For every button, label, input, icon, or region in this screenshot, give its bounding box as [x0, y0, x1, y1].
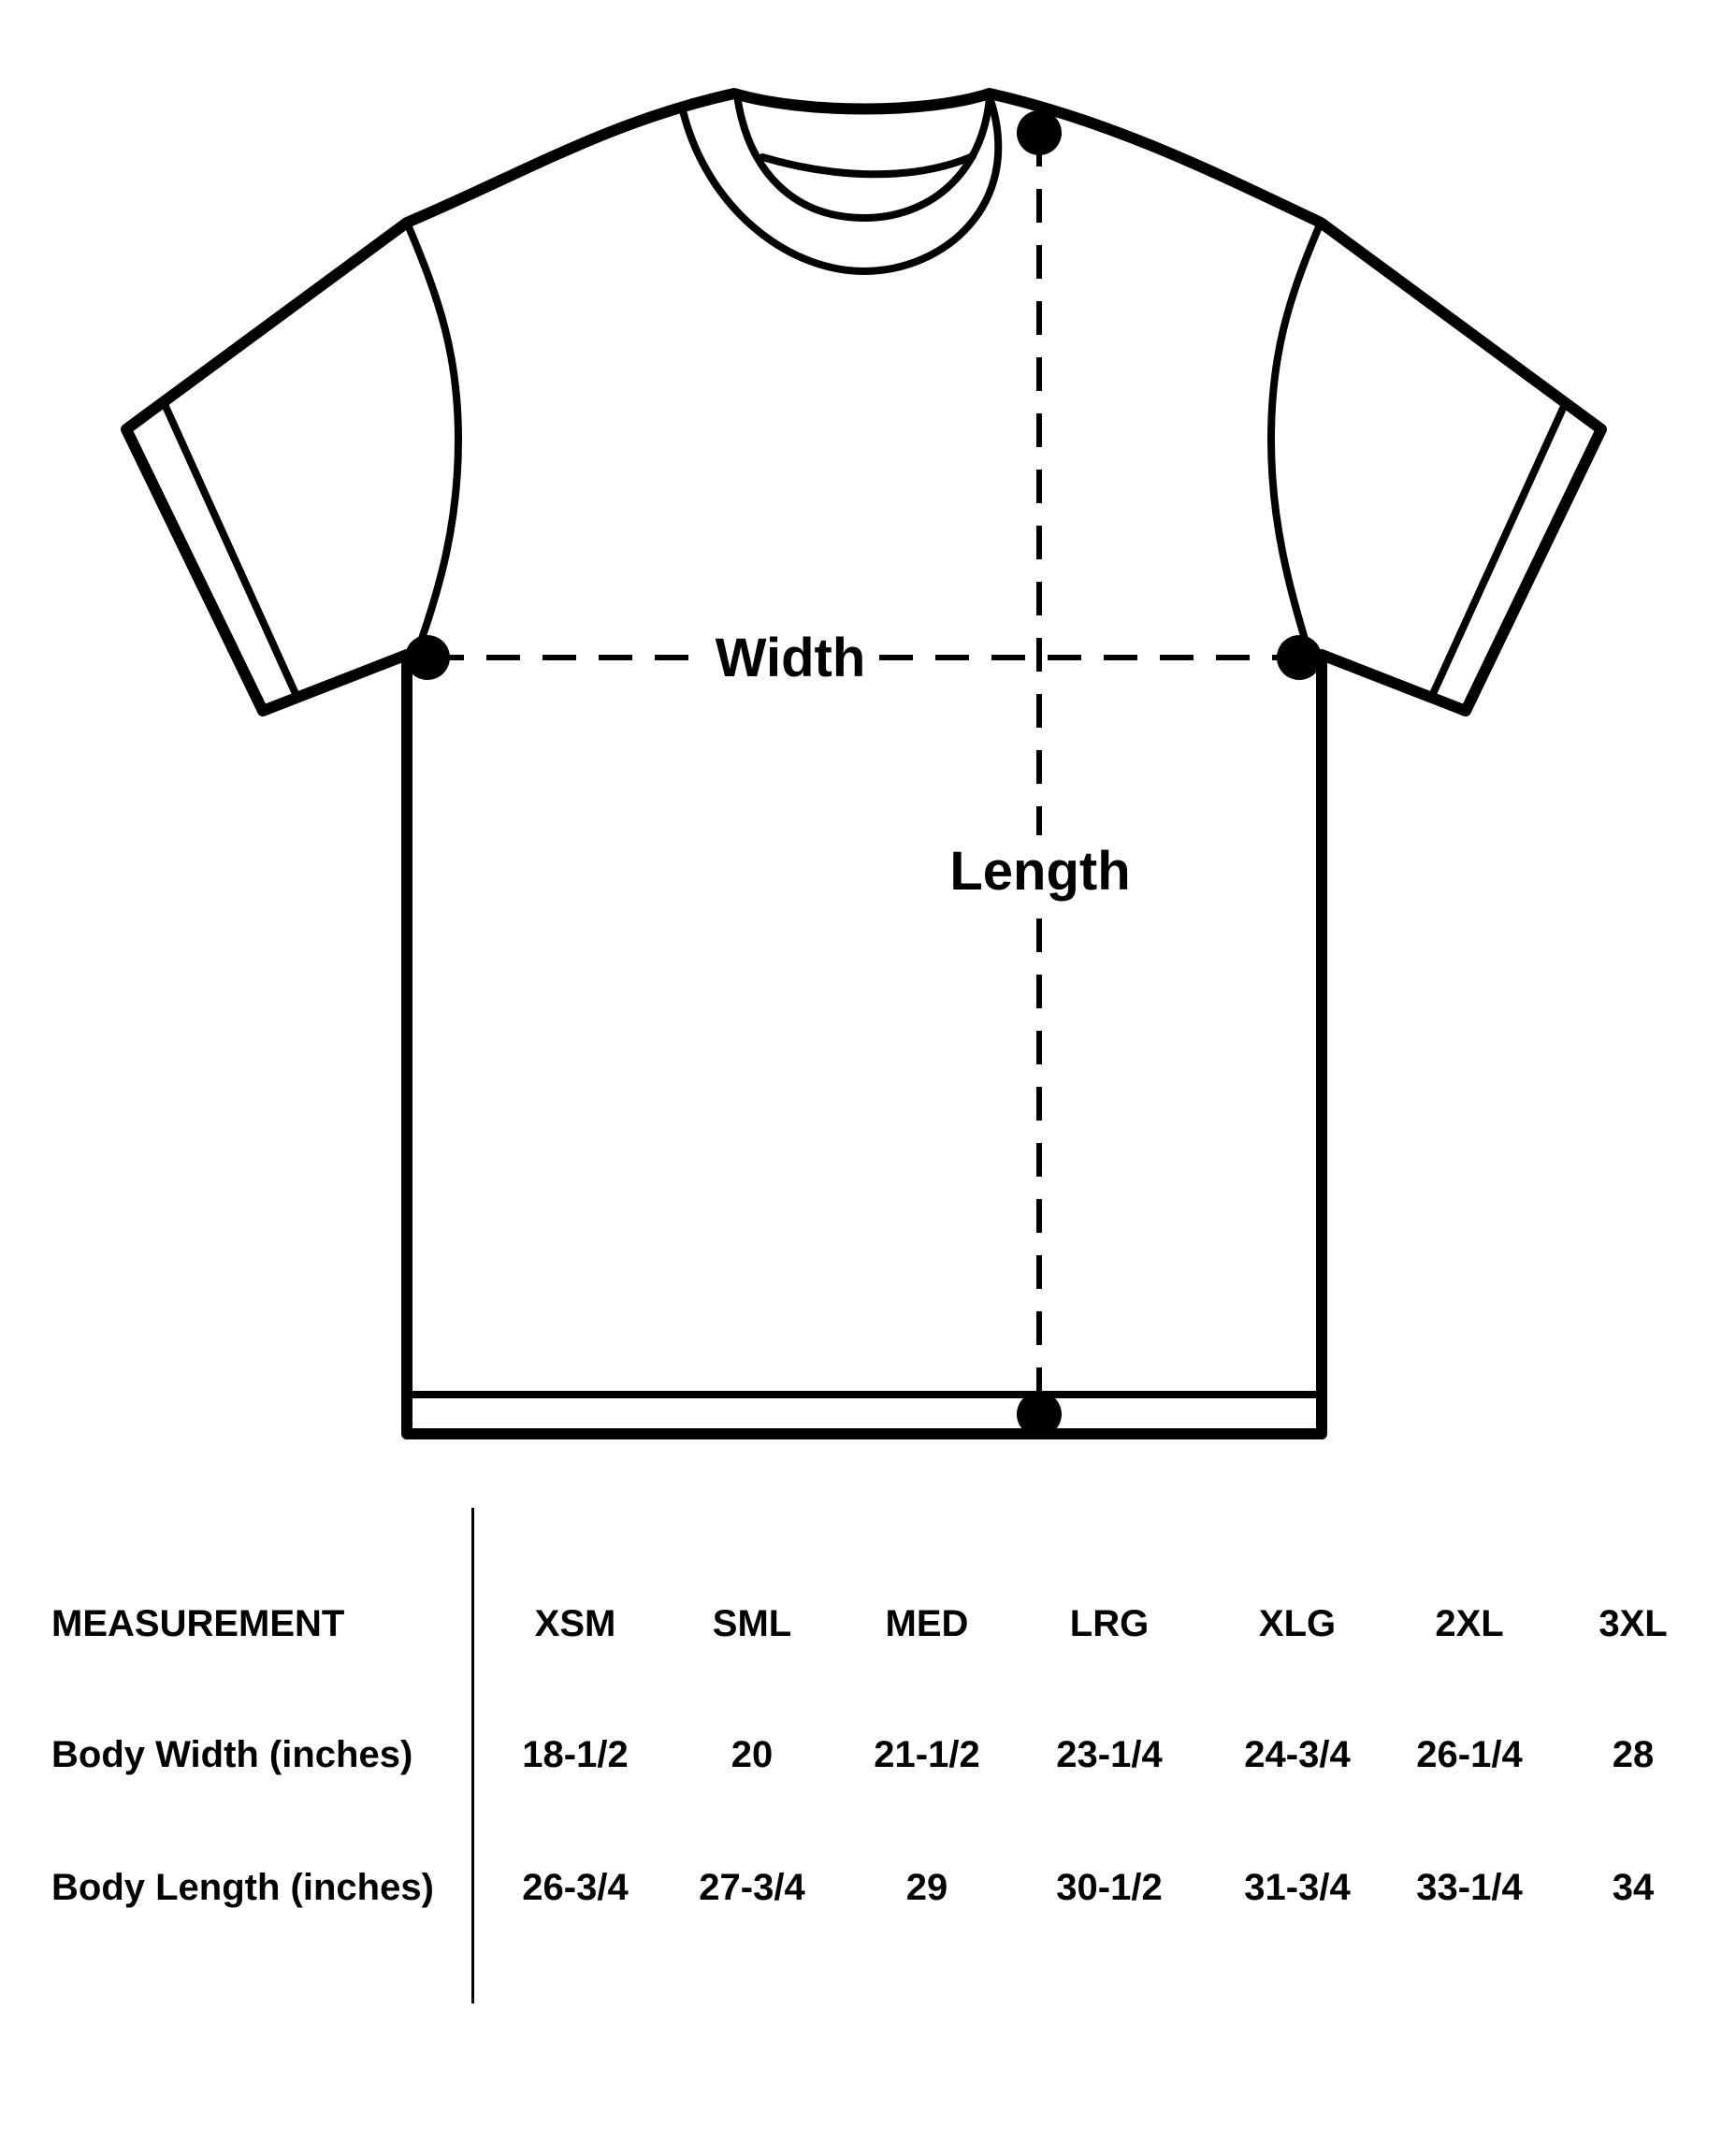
table-cell: 26-1/4 — [1416, 1734, 1523, 1775]
left-cuff-band — [160, 398, 300, 700]
table-cell: 33-1/4 — [1416, 1867, 1523, 1908]
table-cell: 26-3/4 — [522, 1867, 629, 1908]
table-cell: 24-3/4 — [1244, 1734, 1351, 1775]
table-divider — [471, 1508, 474, 2003]
right-sleeve-seam — [1267, 219, 1324, 658]
table-cell: 29 — [905, 1867, 948, 1908]
size-header-lrg: LRG — [1069, 1603, 1150, 1644]
table-cell: 34 — [1612, 1867, 1655, 1908]
table-cell: 27-3/4 — [699, 1867, 805, 1908]
table-cell: 20 — [731, 1734, 774, 1775]
width-point-right — [1277, 635, 1322, 680]
measurement-header: MEASUREMENT — [51, 1603, 345, 1644]
length-label: Length — [949, 841, 1130, 902]
tshirt-diagram: Width Length — [121, 88, 1607, 1439]
body-length-row-label: Body Length (inches) — [51, 1867, 434, 1908]
size-header-xsm: XSM — [534, 1603, 616, 1644]
width-point-left — [405, 635, 450, 680]
size-header-sml: SML — [712, 1603, 792, 1644]
table-cell: 21-1/2 — [874, 1734, 980, 1775]
collar-outer — [679, 99, 1003, 275]
table-cell: 18-1/2 — [522, 1734, 629, 1775]
right-cuff-band — [1428, 398, 1570, 700]
table-cell: 31-3/4 — [1244, 1867, 1351, 1908]
table-cell: 30-1/2 — [1056, 1867, 1163, 1908]
width-label: Width — [716, 628, 866, 688]
shirt-outline — [121, 88, 1607, 1439]
collar-back — [759, 152, 976, 179]
left-sleeve-seam — [403, 219, 462, 658]
length-point-bottom — [1017, 1392, 1062, 1437]
size-header-3xl: 3XL — [1599, 1603, 1668, 1644]
table-cell: 23-1/4 — [1056, 1734, 1163, 1775]
table-cell: 28 — [1612, 1734, 1655, 1775]
body-width-row-label: Body Width (inches) — [51, 1734, 413, 1775]
length-point-top — [1017, 110, 1062, 155]
size-header-med: MED — [885, 1603, 969, 1644]
size-header-2xl: 2XL — [1435, 1603, 1504, 1644]
size-header-xlg: XLG — [1258, 1603, 1337, 1644]
